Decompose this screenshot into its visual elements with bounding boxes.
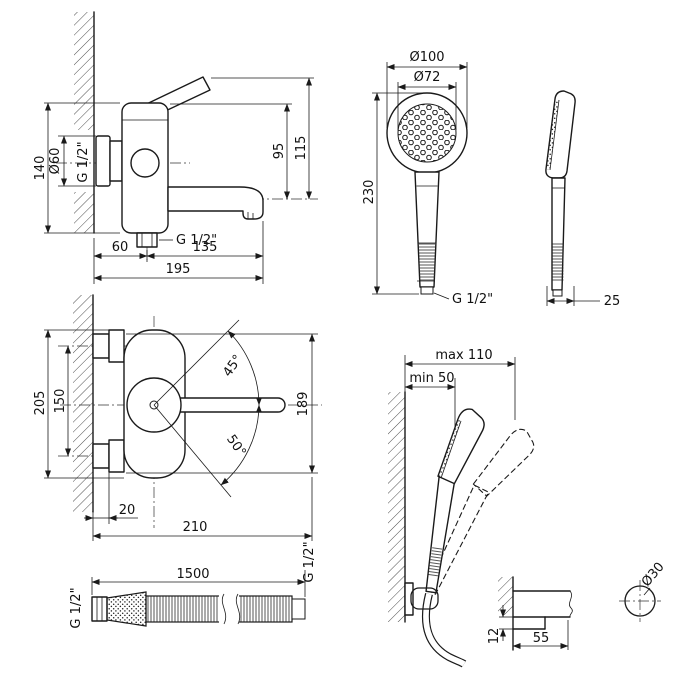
- handset-head: [437, 408, 485, 485]
- handset-inlet-fitting-side: [552, 289, 563, 297]
- dim-label-195: 195: [166, 262, 191, 277]
- dimensions-holder-reach: max 110 min 50: [404, 348, 516, 430]
- dim-label-g12-hose-right: G 1/2": [302, 541, 317, 582]
- dim-label-20: 20: [119, 503, 136, 518]
- break-line: [235, 593, 241, 625]
- break-line: [569, 590, 573, 618]
- handset-head-profile: [545, 90, 576, 179]
- dim-label-g12-outlet: G 1/2": [176, 233, 217, 248]
- spray-nozzle-field: [397, 103, 457, 163]
- dim-label-210: 210: [183, 520, 208, 535]
- dim-label-dia72: Ø72: [414, 70, 441, 85]
- dim-label-g12-handset: G 1/2": [452, 292, 493, 307]
- hose-segment-left: [145, 595, 221, 623]
- view-mixer-front-projection: 45° 50° 205 150 189 20 210: [33, 294, 322, 541]
- inlet-adapter: [109, 140, 123, 182]
- mixer-body-front: [92, 329, 286, 479]
- spray-face-texture: [546, 99, 559, 170]
- dim-label-dia30: Ø30: [639, 560, 668, 590]
- dimensions-mixer-side: 140 Ø60 G 1/2" 95 115 60 135 195 G 1/2": [33, 77, 314, 284]
- wall-hatching: [74, 12, 94, 130]
- mixer-body-side: [95, 76, 264, 248]
- holder-wall-plate: [404, 582, 414, 616]
- spout: [167, 186, 264, 220]
- dim-label-max110: max 110: [435, 348, 492, 363]
- diverter-knob: [130, 148, 160, 178]
- shower-outlet: [136, 232, 158, 248]
- handset-handle: [425, 476, 456, 594]
- holder-bracket-detail: 12 55 Ø30: [487, 560, 668, 651]
- dim-label-25: 25: [604, 294, 621, 309]
- hose-nut-left: [91, 596, 108, 622]
- wall-hatching: [74, 192, 94, 233]
- dim-label-min50: min 50: [409, 371, 454, 386]
- holder-ring: [410, 587, 439, 610]
- dim-label-230: 230: [362, 180, 377, 205]
- angle-label-45: 45°: [220, 352, 246, 379]
- dim-label-12: 12: [487, 628, 502, 645]
- view-shower-hose: G 1/2" 1500 G 1/2": [69, 541, 317, 628]
- dimensions-mixer-front: 205 150 189 20 210: [33, 329, 318, 541]
- handle-grip-texture: [419, 243, 435, 281]
- dimensions-hose: 1500 G 1/2": [91, 541, 317, 597]
- hose-nut-right: [291, 598, 306, 620]
- handset-max-position-phantom: [425, 428, 535, 595]
- dim-label-55: 55: [533, 631, 550, 646]
- dim-label-135: 135: [193, 240, 218, 255]
- dim-label-115: 115: [294, 136, 309, 161]
- angle-label-50: 50°: [223, 432, 249, 459]
- dim-label-1500: 1500: [176, 567, 209, 582]
- view-handset-front: Ø100 Ø72 230 G 1/2": [362, 50, 493, 307]
- handset-min-position: [425, 408, 485, 594]
- inlet-nut-bottom: [108, 439, 125, 473]
- inlet-stub-bottom: [92, 443, 110, 469]
- handset-inlet-fitting: [420, 286, 434, 295]
- dim-label-189: 189: [296, 392, 311, 417]
- dim-label-205: 205: [33, 391, 48, 416]
- break-line: [221, 593, 227, 625]
- dim-label-dia60: Ø60: [48, 148, 63, 175]
- view-handset-on-holder: max 110 min 50 12: [388, 348, 668, 668]
- view-mixer-side-projection: 140 Ø60 G 1/2" 95 115 60 135 195 G 1/2": [33, 11, 318, 284]
- dimensions-handset-side: 25: [546, 286, 621, 309]
- inlet-stub-top: [92, 333, 110, 359]
- dim-label-150: 150: [53, 389, 68, 414]
- dim-label-60: 60: [112, 240, 129, 255]
- dim-label-140: 140: [33, 156, 48, 181]
- view-handset-side: 25: [545, 90, 621, 309]
- mixer-lever-front: [167, 397, 286, 413]
- hose-cone-collar: [106, 591, 147, 627]
- dimensions-handset-front: Ø100 Ø72 230 G 1/2": [362, 50, 493, 307]
- handle-grip-texture: [552, 243, 564, 281]
- wall-hatching: [388, 392, 405, 622]
- hose-segment-right: [237, 595, 293, 623]
- dim-label-g12-inlet: G 1/2": [76, 141, 91, 182]
- wall-hatching: [73, 295, 93, 512]
- dim-label-g12-hose-left: G 1/2": [69, 587, 84, 628]
- inlet-nut-top: [108, 329, 125, 363]
- wall-escutcheon: [95, 135, 111, 187]
- wall-hatching: [498, 577, 513, 615]
- dim-label-95: 95: [272, 143, 287, 160]
- dim-label-dia100: Ø100: [409, 50, 444, 65]
